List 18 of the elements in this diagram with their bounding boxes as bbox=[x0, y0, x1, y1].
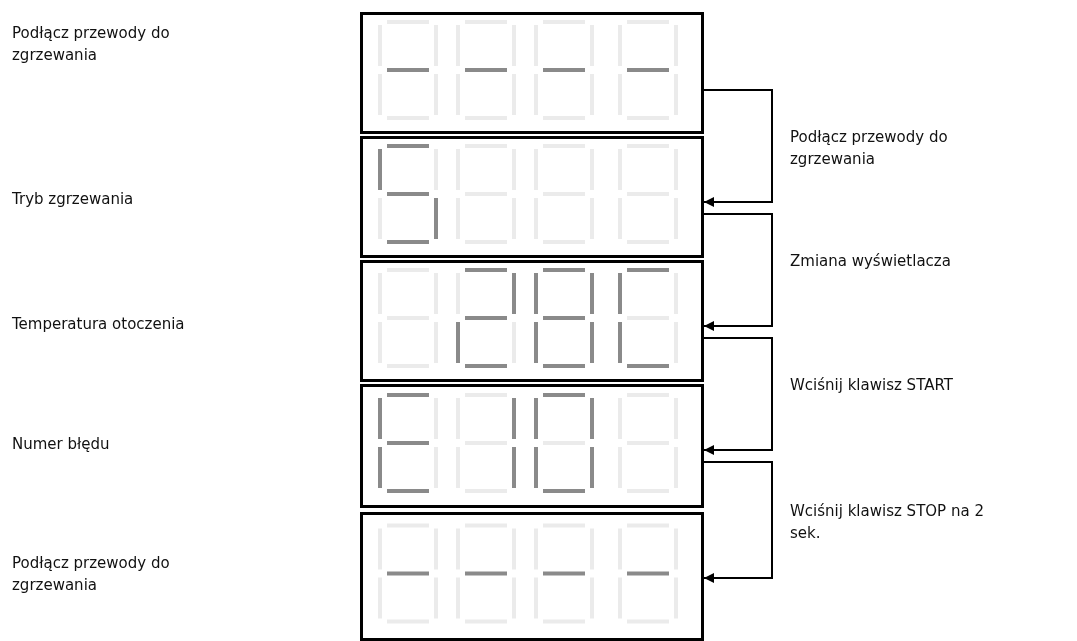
display-panel bbox=[360, 512, 704, 641]
caption-text: Tryb zgrzewania bbox=[12, 189, 135, 210]
edge-label: Wciśnij klawisz START bbox=[790, 375, 954, 396]
display-panel bbox=[360, 12, 704, 134]
caption-text: Temperatura otoczenia bbox=[12, 314, 186, 335]
arrow bbox=[703, 89, 773, 207]
arrow bbox=[703, 213, 773, 331]
edge-label: Wciśnij klawisz STOP na 2 sek. bbox=[790, 501, 985, 544]
display-panel bbox=[360, 384, 704, 508]
display-panel bbox=[360, 136, 704, 258]
edge-label: Podłącz przewody do zgrzewania bbox=[790, 127, 949, 170]
caption-text: Podłącz przewody do zgrzewania bbox=[12, 23, 171, 66]
arrow bbox=[703, 337, 773, 455]
edge-label: Zmiana wyświetlacza bbox=[790, 251, 952, 272]
arrow bbox=[703, 461, 773, 583]
display-panel bbox=[360, 260, 704, 382]
caption-text: Numer błędu bbox=[12, 434, 111, 455]
caption-text: Podłącz przewody do zgrzewania bbox=[12, 553, 171, 596]
